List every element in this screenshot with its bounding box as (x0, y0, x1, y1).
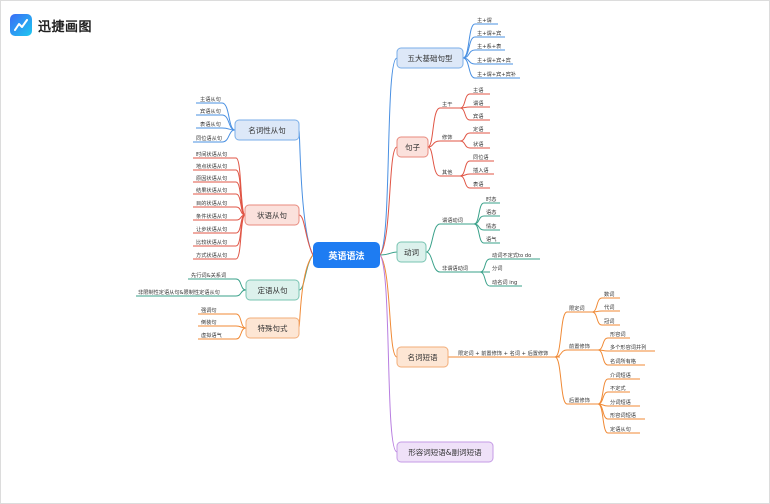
topic-sentence[interactable]: 句子 (396, 136, 429, 158)
list-item[interactable]: 表语 (473, 180, 483, 188)
list-item[interactable]: 定语 (473, 125, 483, 133)
verb-items: 谓语动词 非谓语动词 时态 语态 情态 语气 动词不定式to do 分词 动名词… (442, 195, 531, 286)
list-item[interactable]: 强调句 (201, 306, 217, 314)
list-item[interactable]: 名词所有格 (610, 357, 637, 365)
list-item[interactable]: 宾语 (473, 112, 483, 120)
list-item[interactable]: 多个形容词并列 (610, 343, 646, 351)
topic-label: 形容词短语&副词短语 (408, 447, 482, 457)
list-item[interactable]: 目的状语从句 (196, 199, 227, 207)
list-item[interactable]: 结果状语从句 (196, 186, 227, 194)
topic-noun-phrase[interactable]: 名词短语 (396, 346, 449, 368)
topic-adj-adv-phrase[interactable]: 形容词短语&副词短语 (396, 441, 494, 463)
group-label[interactable]: 其他 (442, 168, 452, 176)
list-item[interactable]: 冠词 (604, 317, 614, 325)
topic-adverbial-clause[interactable]: 状语从句 (244, 204, 300, 226)
attributive-clause-items: 先行词&关系词 非限制性定语从句&限制性定语从句 (138, 271, 226, 296)
topic-nominal-clause[interactable]: 名词性从句 (234, 119, 300, 141)
topic-label: 动词 (404, 247, 419, 257)
root-node[interactable]: 英语语法 (313, 242, 380, 268)
group-label[interactable]: 限定词 (569, 304, 585, 312)
brand-name: 迅捷画图 (38, 19, 93, 35)
topic-special-sentence[interactable]: 特殊句式 (245, 317, 300, 339)
topic-five-patterns[interactable]: 五大基础句型 (396, 47, 464, 69)
list-item[interactable]: 主语从句 (200, 95, 221, 103)
list-item[interactable]: 介词短语 (610, 371, 631, 379)
list-item[interactable]: 主+谓+宾 (477, 29, 501, 37)
list-item[interactable]: 主+谓+宾+宾补 (477, 70, 517, 78)
list-item[interactable]: 不定式 (610, 384, 626, 392)
list-item[interactable]: 方式状语从句 (196, 251, 227, 259)
topic-label: 名词短语 (408, 352, 438, 362)
list-item[interactable]: 定语从句 (610, 425, 631, 433)
topic-label: 定语从句 (258, 285, 288, 295)
list-item[interactable]: 主+谓+宾+宾 (477, 56, 511, 64)
group-label[interactable]: 修饰 (442, 133, 452, 141)
list-item[interactable]: 主+系+表 (477, 42, 502, 50)
list-item[interactable]: 时态 (486, 195, 496, 203)
list-item[interactable]: 同位语 (473, 153, 489, 161)
list-item[interactable]: 数词 (604, 290, 614, 298)
topic-label: 名词性从句 (248, 125, 286, 135)
list-item[interactable]: 插入语 (473, 166, 489, 174)
list-item[interactable]: 同位语从句 (196, 134, 222, 142)
list-item[interactable]: 原因状语从句 (196, 174, 227, 182)
list-item[interactable]: 分词 (492, 264, 502, 272)
list-item[interactable]: 先行词&关系词 (191, 271, 226, 279)
list-item[interactable]: 让步状语从句 (196, 225, 227, 233)
list-item[interactable]: 非限制性定语从句&限制性定语从句 (138, 288, 220, 296)
list-item[interactable]: 状语 (473, 140, 483, 148)
list-item[interactable]: 条件状语从句 (196, 212, 227, 220)
list-item[interactable]: 比较状语从句 (196, 238, 227, 246)
topic-label: 句子 (405, 142, 420, 152)
list-item[interactable]: 地点状语从句 (196, 162, 227, 170)
nominal-clause-items: 主语从句 宾语从句 表语从句 同位语从句 (196, 95, 222, 142)
list-item[interactable]: 谓语 (473, 99, 483, 107)
group-label[interactable]: 主干 (442, 100, 452, 108)
list-item[interactable]: 形容词短语 (610, 411, 636, 419)
topic-attributive-clause[interactable]: 定语从句 (245, 279, 300, 301)
list-item[interactable]: 表语从句 (200, 120, 221, 128)
five-patterns-items: 主+谓 主+谓+宾 主+系+表 主+谓+宾+宾 主+谓+宾+宾补 (477, 16, 517, 78)
list-item[interactable]: 分词短语 (610, 398, 631, 406)
list-item[interactable]: 时间状语从句 (196, 150, 227, 158)
root-label: 英语语法 (327, 250, 364, 262)
brand-logo-icon (10, 14, 32, 36)
topic-label: 状语从句 (257, 210, 287, 220)
brand: 迅捷画图 (10, 12, 92, 38)
special-sentence-items: 强调句 倒装句 虚拟语气 (201, 306, 222, 339)
list-item[interactable]: 情态 (486, 222, 496, 230)
topic-label: 五大基础句型 (408, 53, 453, 63)
list-item[interactable]: 主+谓 (477, 16, 492, 24)
list-item[interactable]: 形容词 (610, 330, 626, 338)
list-item[interactable]: 宾语从句 (200, 107, 221, 115)
list-item[interactable]: 代词 (604, 303, 614, 311)
list-item[interactable]: 倒装句 (201, 318, 217, 326)
list-item[interactable]: 语态 (486, 208, 496, 216)
group-label[interactable]: 谓语动词 (442, 216, 463, 224)
adverbial-clause-items: 时间状语从句 地点状语从句 原因状语从句 结果状语从句 目的状语从句 条件状语从… (196, 150, 227, 259)
noun-phrase-items: 限定词 + 前置修饰 + 名词 + 后置修饰 限定词 前置修饰 后置修饰 数词 … (458, 290, 646, 433)
list-item[interactable]: 动名词 ing (492, 278, 517, 286)
list-item[interactable]: 主语 (473, 86, 483, 94)
list-item[interactable]: 语气 (486, 235, 496, 243)
group-label[interactable]: 后置修饰 (569, 396, 590, 404)
list-item[interactable]: 动词不定式to do (492, 251, 531, 259)
group-label[interactable]: 前置修饰 (569, 342, 590, 350)
topic-label: 特殊句式 (258, 323, 288, 333)
group-label[interactable]: 非谓语动词 (442, 264, 468, 272)
sentence-items: 主干 修饰 其他 主语 谓语 宾语 定语 状语 同位语 插入语 表语 (442, 86, 489, 188)
list-item[interactable]: 虚拟语气 (201, 331, 222, 339)
noun-phrase-formula[interactable]: 限定词 + 前置修饰 + 名词 + 后置修饰 (458, 349, 548, 357)
topic-verb[interactable]: 动词 (396, 241, 427, 263)
